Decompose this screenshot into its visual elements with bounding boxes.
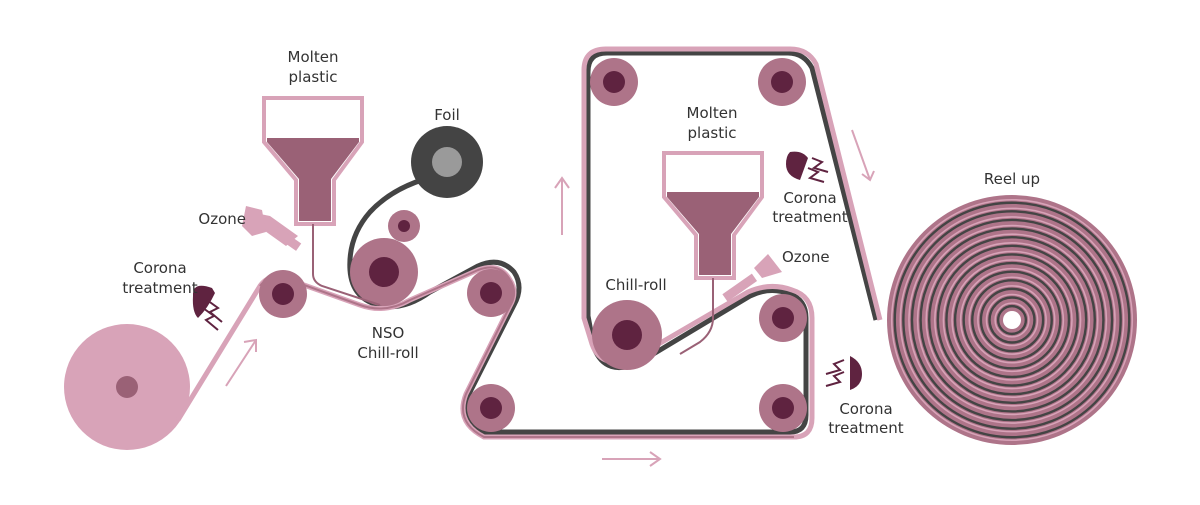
ozone-2-label: Ozone	[782, 248, 830, 266]
reel-ring-film	[934, 242, 1090, 398]
unwind-roll	[64, 324, 190, 450]
reel-ring-film	[908, 216, 1116, 424]
reel-ring-foil	[919, 227, 1105, 413]
corona-spark-3	[825, 359, 845, 387]
hopper-2-plastic	[667, 192, 759, 275]
nip-roller	[388, 210, 420, 242]
melt-curtain-2	[679, 278, 714, 355]
reel-ring-foil	[953, 261, 1071, 379]
reel-ring-film	[977, 285, 1047, 355]
reel-ring-film	[951, 259, 1073, 381]
ozone-nozzle-2	[722, 254, 782, 302]
reel-ring-foil	[979, 287, 1045, 353]
chill-roll-label: Chill-roll	[605, 276, 666, 294]
reel-ring-foil	[988, 296, 1036, 344]
reel-ring-foil	[945, 253, 1079, 387]
corona-electrode-1	[192, 285, 215, 318]
reel-ring-foil	[927, 235, 1097, 405]
reel-ring-foil	[910, 218, 1114, 422]
corona-3-label-line2: treatment	[828, 419, 903, 437]
hopper-2	[662, 151, 764, 355]
guide-roller-4	[759, 384, 807, 432]
reel-ring-film	[942, 250, 1082, 390]
molten-plastic-1-label-line2: plastic	[289, 68, 338, 86]
flow-arrow-up-right	[225, 338, 257, 387]
corona-spark-2	[807, 157, 829, 183]
foil-web-path	[347, 50, 879, 435]
flow-arrow-right	[602, 451, 662, 467]
reel-up-core	[1003, 311, 1021, 329]
ozone-nozzle-1	[242, 206, 302, 251]
corona-unit-3	[825, 356, 862, 390]
molten-plastic-2-label-line2: plastic	[688, 124, 737, 142]
reel-ring-film	[899, 207, 1125, 433]
reel-ring-film	[994, 302, 1030, 338]
reel-ring-foil	[902, 210, 1122, 430]
corona-3-label: Corona	[839, 400, 892, 418]
corona-1-label-line2: treatment	[122, 279, 197, 297]
reel-ring-film	[959, 267, 1065, 373]
foil-label: Foil	[434, 106, 460, 124]
molten-plastic-2-label: Molten	[687, 104, 738, 122]
corona-2-label-line2: treatment	[772, 208, 847, 226]
nso-chill-roll-label-line2: Chill-roll	[357, 344, 418, 362]
reel-up	[887, 195, 1137, 445]
guide-roller-2	[467, 269, 515, 317]
reel-ring-foil	[971, 279, 1053, 361]
reel-ring-foil	[962, 270, 1062, 370]
reel-ring-foil	[936, 244, 1088, 396]
molten-plastic-1-label: Molten	[288, 48, 339, 66]
foil-roll	[411, 126, 483, 198]
chill-roll	[592, 300, 662, 370]
guide-roller-3	[467, 384, 515, 432]
reel-ring-foil	[996, 304, 1028, 336]
guide-roller-5	[759, 294, 807, 342]
reel-ring-film	[985, 293, 1039, 347]
corona-unit-1	[192, 285, 223, 331]
reel-ring-film	[916, 224, 1108, 416]
guide-roller-7	[758, 58, 806, 106]
melt-curtain-1	[312, 224, 381, 306]
corona-electrode-2	[786, 151, 808, 180]
guide-roller-1	[259, 270, 307, 318]
nso-chill-roll	[350, 238, 418, 306]
corona-electrode-3	[850, 356, 862, 390]
corona-2-label: Corona	[783, 189, 836, 207]
reel-ring-foil	[893, 201, 1131, 439]
ozone-1-label: Ozone	[198, 210, 246, 228]
flow-arrow-down-right	[851, 129, 875, 182]
unwind-roll-core	[116, 376, 138, 398]
reel-ring-film	[968, 276, 1056, 364]
guide-roller-6	[590, 58, 638, 106]
reel-ring-film	[890, 198, 1134, 442]
reel-up-label: Reel up	[984, 170, 1040, 188]
reel-ring-film	[925, 233, 1099, 407]
nso-chill-roll-label: NSO	[372, 324, 405, 342]
corona-unit-2	[786, 151, 829, 183]
flow-arrow-up	[554, 176, 570, 235]
hopper-1	[262, 96, 381, 306]
corona-1-label: Corona	[133, 259, 186, 277]
hopper-1-plastic	[267, 138, 359, 221]
corona-spark-1	[202, 299, 223, 331]
